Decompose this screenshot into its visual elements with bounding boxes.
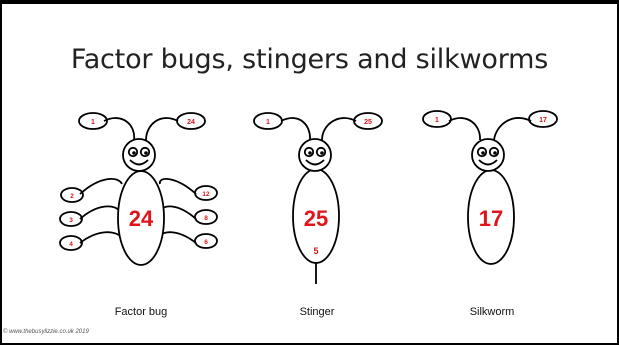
copyright-note: © www.thebusylizzie.co.uk 2019	[3, 329, 89, 335]
factor-bug-head	[122, 138, 156, 172]
factor-bug-leg-value: 2	[70, 193, 74, 200]
stinger-antenna-left-value: 1	[266, 119, 270, 126]
silkworm-left-antenna-stalk	[448, 117, 481, 141]
stinger	[253, 112, 383, 284]
factor-bug-leg	[79, 205, 121, 220]
eye-icon	[139, 146, 151, 158]
smile-icon	[305, 159, 325, 166]
factor-bug-leg	[157, 231, 197, 244]
stinger-factor-value: 5	[313, 246, 318, 256]
factor-bug-leg-value: 12	[202, 191, 210, 198]
factor-bug-caption: Factor bug	[114, 306, 168, 318]
factor-bug	[59, 112, 218, 266]
silkworm-antenna-right-value: 17	[539, 117, 547, 124]
factor-bug-antenna-right-value: 24	[187, 119, 195, 126]
smile-icon	[478, 159, 498, 166]
stinger-right-antenna-stalk	[321, 117, 357, 141]
stinger-caption: Stinger	[299, 306, 335, 318]
eye-icon	[127, 146, 139, 158]
silkworm-head	[471, 138, 505, 172]
factor-bug-number: 24	[129, 206, 154, 231]
factor-bug-leg-oval	[194, 209, 218, 225]
factor-bug-leg-oval	[59, 211, 83, 227]
silkworm	[422, 110, 558, 265]
silkworm-antenna-left-value: 1	[435, 117, 439, 124]
factor-bug-leg-oval	[59, 235, 83, 251]
stinger-left-antenna-stalk	[280, 117, 311, 141]
factor-bug-leg-value: 4	[69, 241, 73, 248]
silkworm-right-antenna-tip	[528, 110, 558, 128]
silkworm-caption: Silkworm	[469, 306, 515, 318]
stinger-number: 25	[304, 206, 328, 231]
factor-bug-leg-value: 3	[69, 217, 73, 224]
factor-bug-leg-value: 8	[204, 215, 208, 222]
silkworm-left-antenna-tip	[422, 110, 452, 128]
stinger-head	[298, 138, 332, 172]
eye-icon	[476, 146, 488, 158]
factor-bug-leg-oval	[60, 187, 84, 203]
factor-bug-leg	[159, 205, 197, 220]
eye-icon	[303, 146, 315, 158]
factor-bug-leg	[79, 231, 123, 244]
factor-bug-leg-oval	[194, 185, 218, 201]
slide-title: Factor bugs, stingers and silkworms	[70, 44, 549, 75]
stinger-antenna-right-value: 25	[364, 119, 372, 126]
factor-bug-left-antenna-tip	[78, 112, 108, 130]
factor-bug-antenna-left-value: 1	[91, 119, 95, 126]
silkworm-right-antenna-stalk	[493, 117, 532, 141]
factor-bug-leg-value: 6	[204, 239, 208, 246]
factor-bug-right-antenna-tip	[176, 112, 206, 130]
stinger-right-antenna-tip	[353, 112, 383, 130]
factor-bug-left-antenna-stalk	[103, 117, 135, 141]
smile-icon	[129, 159, 149, 166]
eye-icon	[488, 146, 500, 158]
eye-icon	[315, 146, 327, 158]
factor-bug-leg	[159, 178, 197, 195]
factor-bug-leg	[79, 178, 123, 195]
factor-bug-leg-oval	[194, 233, 218, 249]
stinger-left-antenna-tip	[253, 112, 283, 130]
slide: Factor bugs, stingers and silkworms	[2, 4, 617, 343]
factor-bug-right-antenna-stalk	[145, 117, 179, 141]
silkworm-number: 17	[479, 206, 503, 231]
